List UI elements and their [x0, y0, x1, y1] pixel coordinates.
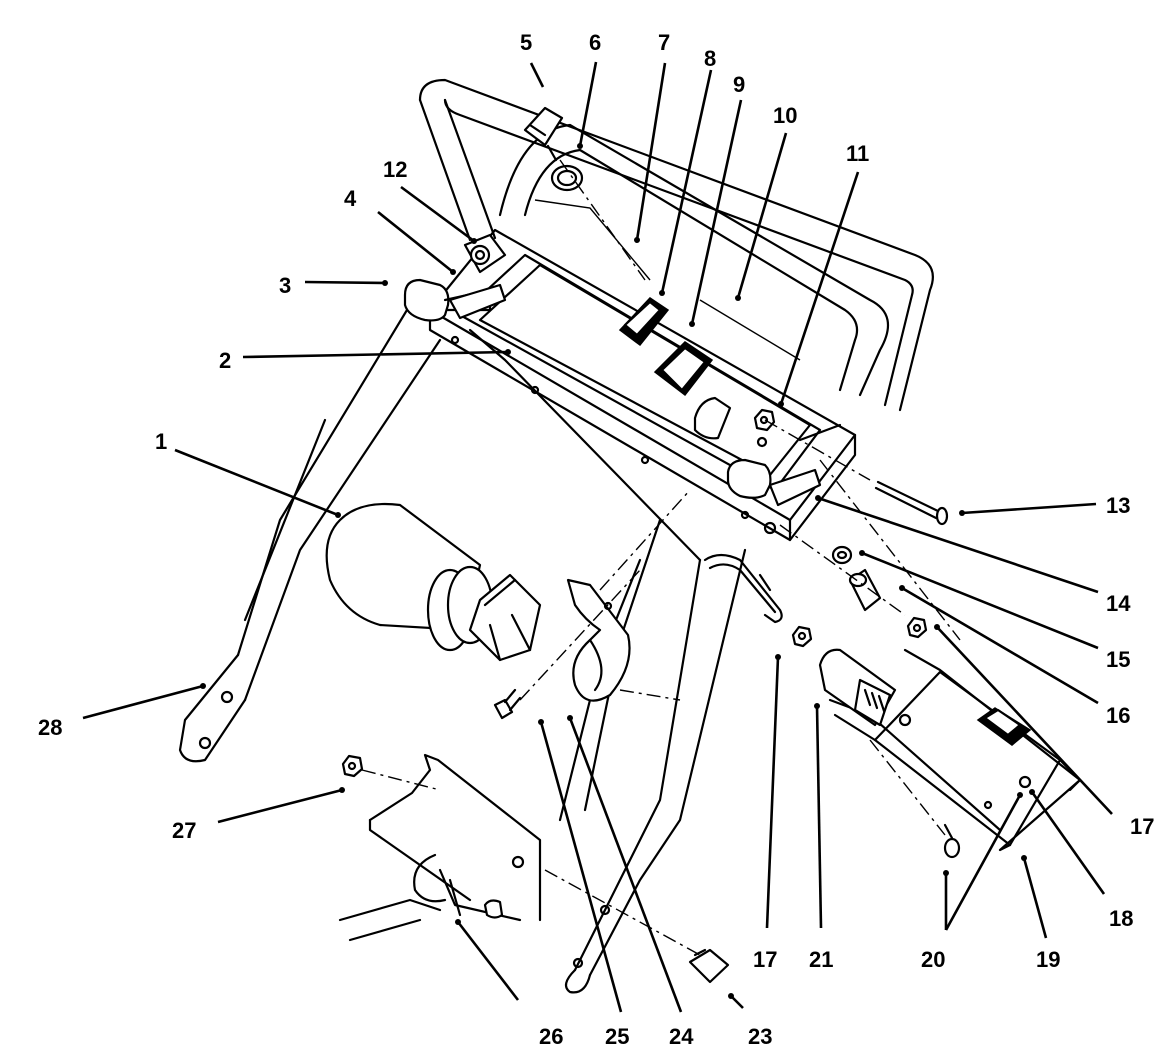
callout-20: 20	[921, 947, 945, 972]
plunger-switch-15	[848, 568, 882, 612]
callout-25: 25	[605, 1024, 629, 1049]
callout-2: 2	[219, 348, 231, 373]
key	[523, 106, 564, 162]
starter-capacitor	[325, 502, 542, 662]
left-knob	[403, 278, 507, 322]
leader-lines	[82, 61, 1113, 1013]
callout-1: 1	[155, 429, 167, 454]
toggle-switch-9	[653, 341, 732, 440]
ignition-bezel	[550, 164, 584, 192]
callout-10: 10	[773, 103, 797, 128]
callout-15: 15	[1106, 647, 1130, 672]
callout-9: 9	[733, 72, 745, 97]
right-knob	[726, 423, 842, 507]
callout-6: 6	[589, 30, 601, 55]
callout-17-right: 17	[1130, 814, 1154, 839]
callout-5: 5	[520, 30, 532, 55]
left-bracket	[463, 233, 507, 274]
screw-20	[943, 823, 961, 859]
clamp	[566, 578, 631, 702]
callout-3: 3	[279, 273, 291, 298]
callout-24: 24	[669, 1024, 694, 1049]
callout-12: 12	[383, 157, 407, 182]
relay-switch-18	[976, 707, 1032, 789]
callout-23: 23	[748, 1024, 772, 1049]
bolt-25	[493, 688, 522, 720]
relay-21	[818, 648, 897, 727]
callout-26: 26	[539, 1024, 563, 1049]
nut-11	[753, 408, 776, 448]
callout-4: 4	[344, 186, 357, 211]
callout-labels: 1 2 3 4 5 6 7 8 9 10 11 12 13 14 15 16 1…	[38, 30, 1154, 1049]
callout-19: 19	[1036, 947, 1060, 972]
handle-frame	[178, 78, 934, 994]
callout-11: 11	[846, 141, 869, 166]
callout-14: 14	[1106, 591, 1131, 616]
callout-28: 28	[38, 715, 62, 740]
bolt-23	[688, 948, 730, 984]
callout-13: 13	[1106, 493, 1130, 518]
lower-bracket	[338, 753, 542, 942]
nut-16	[906, 616, 928, 639]
callout-7: 7	[658, 30, 670, 55]
bolt-13	[874, 480, 949, 526]
callout-21: 21	[809, 947, 833, 972]
nut-27	[341, 754, 364, 778]
cable-tie	[703, 553, 783, 624]
callout-8: 8	[704, 46, 716, 71]
callout-18: 18	[1109, 906, 1133, 931]
callout-27: 27	[172, 818, 196, 843]
washer-14	[831, 545, 853, 565]
callout-16: 16	[1106, 703, 1130, 728]
callout-17-bottom: 17	[753, 947, 777, 972]
nut-17-lower	[791, 625, 813, 648]
assembly-lines	[361, 159, 961, 956]
rocker-switch-8	[618, 297, 670, 347]
